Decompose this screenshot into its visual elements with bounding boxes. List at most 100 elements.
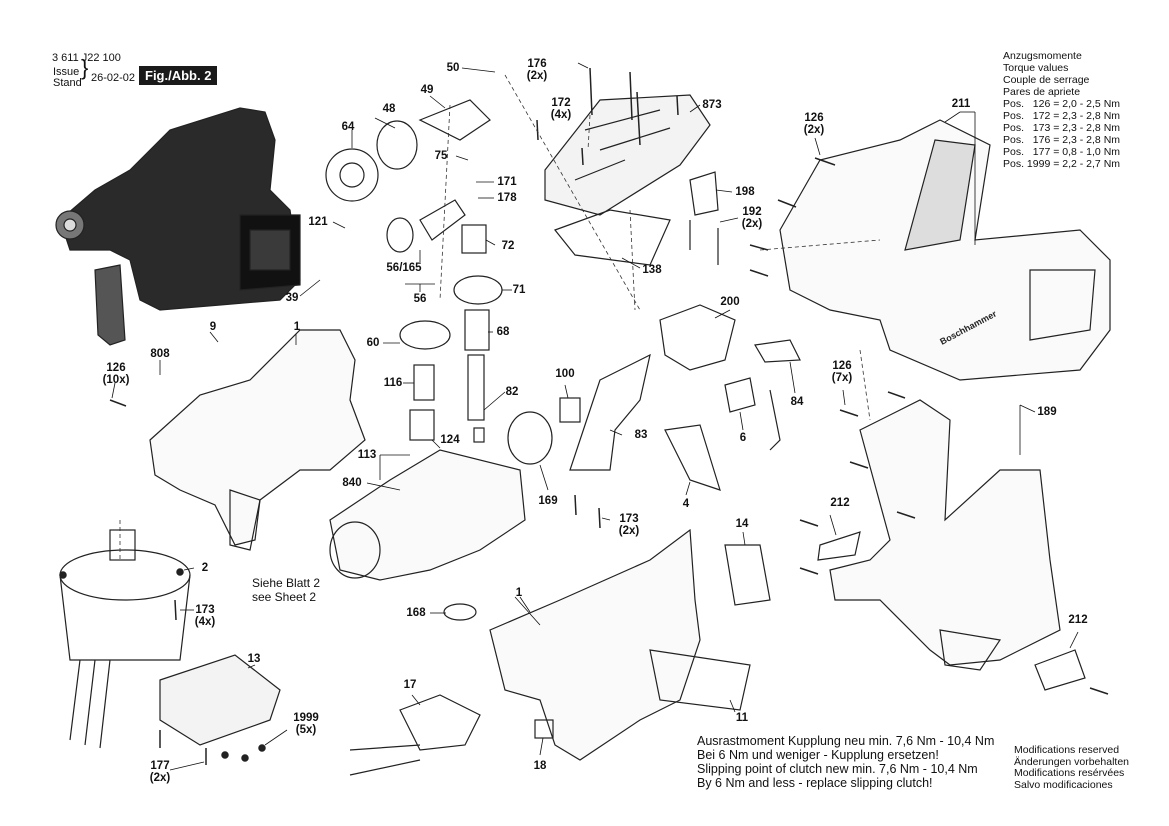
part-label-172: 172 (4x) xyxy=(550,97,572,121)
modifications-line: Modifications resérvées xyxy=(1014,767,1125,779)
part-label-50: 50 xyxy=(446,62,460,74)
part-label-83: 83 xyxy=(634,429,648,441)
modifications-note: Modifications reserved Änderungen vorbeh… xyxy=(1014,744,1130,791)
stand-label: Stand xyxy=(53,77,82,89)
gear-housing-image xyxy=(329,449,526,581)
part-label-14: 14 xyxy=(735,518,749,530)
part-label-1-housing: 1 xyxy=(293,321,301,333)
part-label-126-10x: 126 (10x) xyxy=(102,362,130,386)
part-label-11: 11 xyxy=(735,712,749,724)
part-label-82: 82 xyxy=(505,386,519,398)
part-label-808: 808 xyxy=(150,348,170,360)
part-label-126-7x: 126 (7x) xyxy=(831,360,853,384)
modifications-line: Modifications reserved xyxy=(1014,744,1120,756)
part-label-17: 17 xyxy=(403,679,417,691)
brace-icon: } xyxy=(81,55,89,80)
part-label-1-shell: 1 xyxy=(515,587,523,599)
torque-title-de: Anzugsmomente xyxy=(1003,50,1082,62)
gasket-image xyxy=(554,209,671,266)
part-label-138: 138 xyxy=(642,264,662,276)
part-label-13: 13 xyxy=(247,653,261,665)
assembled-drill-image xyxy=(55,107,301,346)
switch-image xyxy=(399,694,481,751)
part-label-71: 71 xyxy=(512,284,526,296)
clutch-note-line: By 6 Nm and less - replace slipping clut… xyxy=(697,776,933,790)
torque-row: Pos. 172 = 2,3 - 2,8 Nm xyxy=(1003,110,1121,122)
part-label-211: 211 xyxy=(951,98,971,110)
document-number: 3 611 J22 100 xyxy=(52,52,121,64)
torque-row: Pos. 1999 = 2,2 - 2,7 Nm xyxy=(1003,158,1121,170)
issue-date: 26-02-02 xyxy=(91,72,136,84)
clutch-note-line: Bei 6 Nm und weniger - Kupplung ersetzen… xyxy=(697,748,939,762)
part-label-56-165: 56/165 xyxy=(386,262,422,274)
sheet-note-line: see Sheet 2 xyxy=(252,590,317,604)
part-label-840: 840 xyxy=(342,477,362,489)
lower-handle-image xyxy=(829,399,1061,666)
housing-shell-image xyxy=(489,528,701,761)
clamp-image xyxy=(569,353,651,471)
gear-image xyxy=(376,120,418,170)
part-label-75: 75 xyxy=(434,150,448,162)
clutch-note: Ausrastmoment Kupplung neu min. 7,6 Nm -… xyxy=(697,734,994,790)
clutch-note-line: Ausrastmoment Kupplung neu min. 7,6 Nm -… xyxy=(697,734,995,748)
gear-image xyxy=(325,148,379,202)
part-label-48: 48 xyxy=(382,103,396,115)
modifications-line: Änderungen vorbehalten xyxy=(1014,755,1130,768)
torque-row: Pos. 176 = 2,3 - 2,8 Nm xyxy=(1003,134,1121,146)
part-label-100: 100 xyxy=(555,368,575,380)
figure-label: Fig./Abb. 2 xyxy=(139,66,218,85)
part-label-178: 178 xyxy=(497,192,517,204)
part-label-72: 72 xyxy=(501,240,515,252)
part-label-56: 56 xyxy=(413,293,427,305)
top-cover-image xyxy=(544,94,711,216)
modifications-line: Salvo modificaciones xyxy=(1014,778,1113,791)
torque-title-es: Pares de apriete xyxy=(1003,86,1081,98)
part-label-177: 177 (2x) xyxy=(149,760,171,784)
torque-row: Pos. 126 = 2,0 - 2,5 Nm xyxy=(1003,98,1121,110)
issue-label: Issue xyxy=(53,66,80,78)
torque-row: Pos. 177 = 0,8 - 1,0 Nm xyxy=(1003,146,1121,158)
part-label-2: 2 xyxy=(201,562,209,574)
part-label-212-b: 212 xyxy=(1068,614,1088,626)
part-label-64: 64 xyxy=(341,121,355,133)
part-label-124: 124 xyxy=(440,434,460,446)
seal-ring-image xyxy=(443,603,477,621)
part-label-39: 39 xyxy=(285,292,299,304)
o-ring-image xyxy=(386,217,414,253)
sheet-note-line: Siehe Blatt 2 xyxy=(252,576,321,590)
part-label-189: 189 xyxy=(1037,406,1057,418)
torque-title-fr: Couple de serrage xyxy=(1003,74,1090,86)
part-label-121: 121 xyxy=(308,216,328,228)
part-label-168: 168 xyxy=(406,607,426,619)
gear-image xyxy=(453,275,503,305)
part-label-18: 18 xyxy=(533,760,547,772)
part-label-873: 873 xyxy=(702,99,722,111)
part-label-6: 6 xyxy=(739,432,747,444)
torque-title-en: Torque values xyxy=(1003,62,1069,74)
sheet-note: Siehe Blatt 2 see Sheet 2 xyxy=(252,576,320,604)
sleeve-image xyxy=(659,304,736,371)
torque-table: Anzugsmomente Torque values Couple de se… xyxy=(1003,50,1120,170)
part-label-200: 200 xyxy=(720,296,740,308)
part-label-176: 176 (2x) xyxy=(526,58,548,82)
part-label-4: 4 xyxy=(682,498,690,510)
part-label-192: 192 (2x) xyxy=(741,206,763,230)
part-label-113: 113 xyxy=(357,449,377,461)
part-label-116: 116 xyxy=(383,377,403,389)
part-label-198: 198 xyxy=(735,186,755,198)
part-label-173-2x: 173 (2x) xyxy=(618,513,640,537)
part-label-212-a: 212 xyxy=(830,497,850,509)
part-label-173-4x: 173 (4x) xyxy=(194,604,216,628)
part-label-84: 84 xyxy=(790,396,804,408)
clutch-note-line: Slipping point of clutch new min. 7,6 Nm… xyxy=(697,762,978,776)
electronics-module-image xyxy=(159,654,281,746)
part-label-49: 49 xyxy=(420,84,434,96)
part-label-171: 171 xyxy=(497,176,517,188)
part-label-1999: 1999 (5x) xyxy=(293,712,319,736)
torque-row: Pos. 173 = 2,3 - 2,8 Nm xyxy=(1003,122,1121,134)
part-label-169: 169 xyxy=(538,495,558,507)
gear-image xyxy=(399,320,451,350)
part-label-68: 68 xyxy=(496,326,510,338)
part-label-126-2x: 126 (2x) xyxy=(803,112,825,136)
